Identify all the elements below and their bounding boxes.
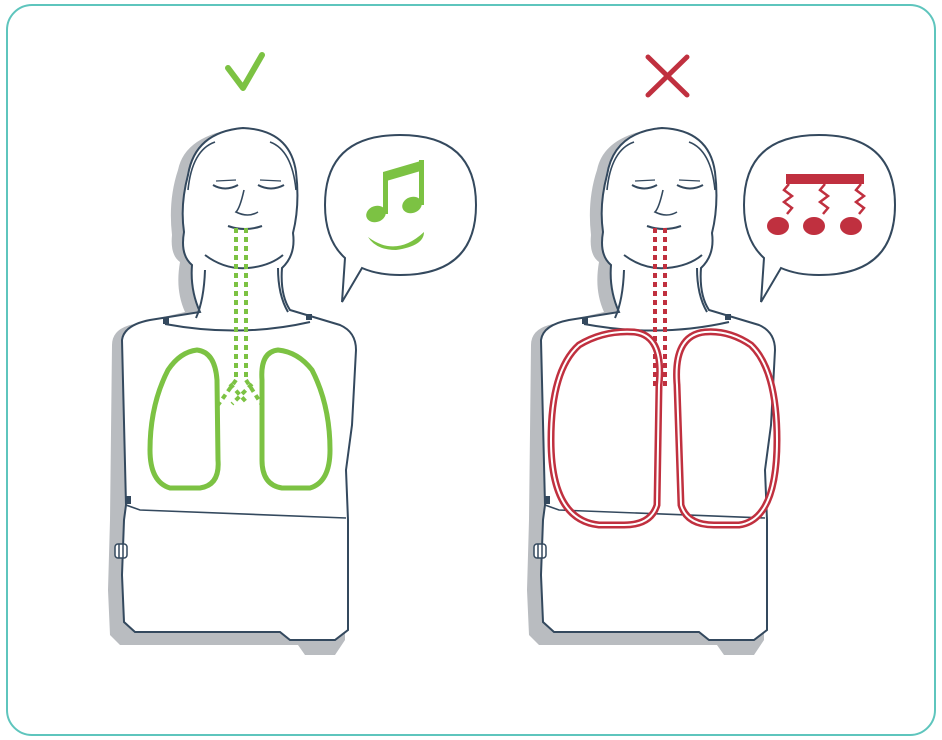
cross-icon bbox=[648, 57, 687, 95]
incorrect-ventilation-panel bbox=[419, 0, 890, 740]
incorrect-ventilation-illustration bbox=[419, 0, 890, 740]
correct-ventilation-panel bbox=[0, 0, 471, 740]
checkmark-icon bbox=[228, 55, 262, 88]
correct-ventilation-illustration bbox=[0, 0, 471, 740]
training-manikin bbox=[527, 128, 775, 655]
